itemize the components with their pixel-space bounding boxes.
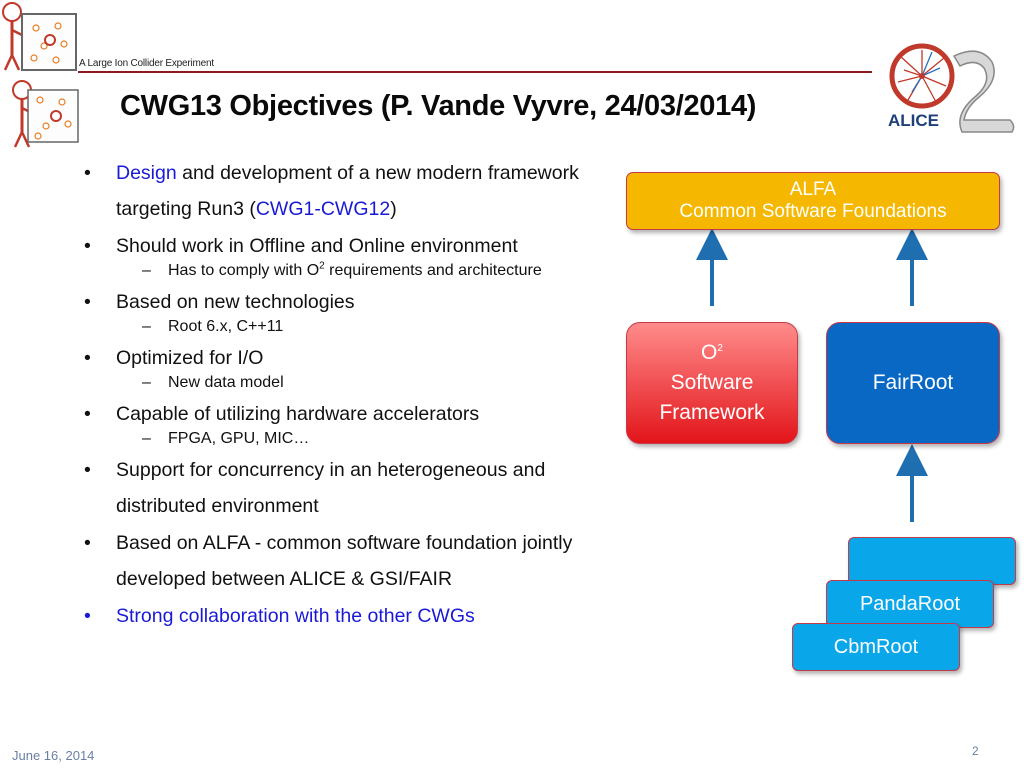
fairroot-label: FairRoot bbox=[872, 371, 954, 394]
bullet-alfa: Based on ALFA - common software foundati… bbox=[84, 525, 604, 597]
cbmroot-label: CbmRoot bbox=[833, 635, 919, 658]
bullet-offline-online: Should work in Offline and Online enviro… bbox=[84, 228, 604, 264]
data-model-text: New data model bbox=[168, 374, 284, 391]
design-text-end: ) bbox=[390, 198, 397, 220]
o2-sup: 2 bbox=[717, 343, 723, 354]
offline-online-text: Should work in Offline and Online enviro… bbox=[116, 235, 518, 257]
accelerators-text: Capable of utilizing hardware accelerato… bbox=[116, 403, 480, 425]
sub-fpga-gpu: –FPGA, GPU, MIC… bbox=[142, 430, 310, 447]
io-text: Optimized for I/O bbox=[116, 347, 264, 369]
bullet-accelerators: Capable of utilizing hardware accelerato… bbox=[84, 396, 604, 432]
software-stack-diagram: ALFA Common Software Foundations O2 Soft… bbox=[600, 160, 1024, 680]
o2-label: O bbox=[701, 341, 718, 364]
design-text: and development of a new modern framewor… bbox=[116, 162, 579, 220]
new-tech-text: Based on new technologies bbox=[116, 291, 355, 313]
collaboration-text: Strong collaboration with the other CWGs bbox=[116, 605, 475, 627]
alfa-text: Based on ALFA - common software foundati… bbox=[116, 532, 573, 590]
alfa-subtitle: Common Software Foundations bbox=[679, 201, 947, 222]
bullet-io: Optimized for I/O bbox=[84, 340, 604, 376]
alfa-box: ALFA Common Software Foundations bbox=[626, 172, 1000, 230]
pandaroot-box: PandaRoot bbox=[826, 580, 994, 628]
bullet-collaboration: Strong collaboration with the other CWGs bbox=[84, 598, 604, 634]
page-number: 2 bbox=[972, 744, 979, 758]
o2-software-label: Software bbox=[670, 371, 754, 394]
experiment-root-box bbox=[848, 537, 1016, 585]
objectives-list: Design and development of a new modern f… bbox=[84, 154, 604, 634]
sub-root-cpp: –Root 6.x, C++11 bbox=[142, 318, 284, 335]
bullet-design: Design and development of a new modern f… bbox=[84, 155, 604, 227]
alice-logo-text: ALICE bbox=[888, 111, 939, 130]
o2-req-text-1: Has to comply with O bbox=[168, 262, 320, 279]
diagram-arrows bbox=[696, 228, 928, 522]
o2-framework-box: O2 Software Framework bbox=[626, 322, 798, 444]
header-rule bbox=[78, 71, 872, 73]
alice-o2-logo: ALICE bbox=[888, 43, 1015, 133]
sub-o2-requirements: –Has to comply with O2 requirements and … bbox=[142, 260, 542, 279]
o2-req-text-2: requirements and architecture bbox=[324, 262, 542, 279]
fpga-gpu-text: FPGA, GPU, MIC… bbox=[168, 430, 310, 447]
alice-stick-figure-logo bbox=[2, 2, 79, 148]
sub-data-model: –New data model bbox=[142, 374, 284, 391]
bullet-new-technologies: Based on new technologies bbox=[84, 284, 604, 320]
root-cpp-text: Root 6.x, C++11 bbox=[168, 318, 284, 335]
cbmroot-box: CbmRoot bbox=[792, 623, 960, 671]
o2-req-sup: 2 bbox=[319, 260, 325, 272]
concurrency-text: Support for concurrency in an heterogene… bbox=[116, 459, 546, 517]
pandaroot-label: PandaRoot bbox=[859, 592, 961, 615]
footer-date: June 16, 2014 bbox=[12, 748, 95, 763]
alfa-title: ALFA bbox=[789, 179, 837, 200]
o2-framework-label: Framework bbox=[659, 401, 765, 424]
bullet-concurrency: Support for concurrency in an heterogene… bbox=[84, 452, 604, 524]
design-keyword: Design bbox=[116, 162, 177, 184]
organization-name: A Large Ion Collider Experiment bbox=[79, 58, 214, 69]
slide-title: CWG13 Objectives (P. Vande Vyvre, 24/03/… bbox=[120, 90, 757, 122]
fairroot-box: FairRoot bbox=[826, 322, 1000, 444]
cwg-range-link: CWG1-CWG12 bbox=[255, 198, 391, 220]
